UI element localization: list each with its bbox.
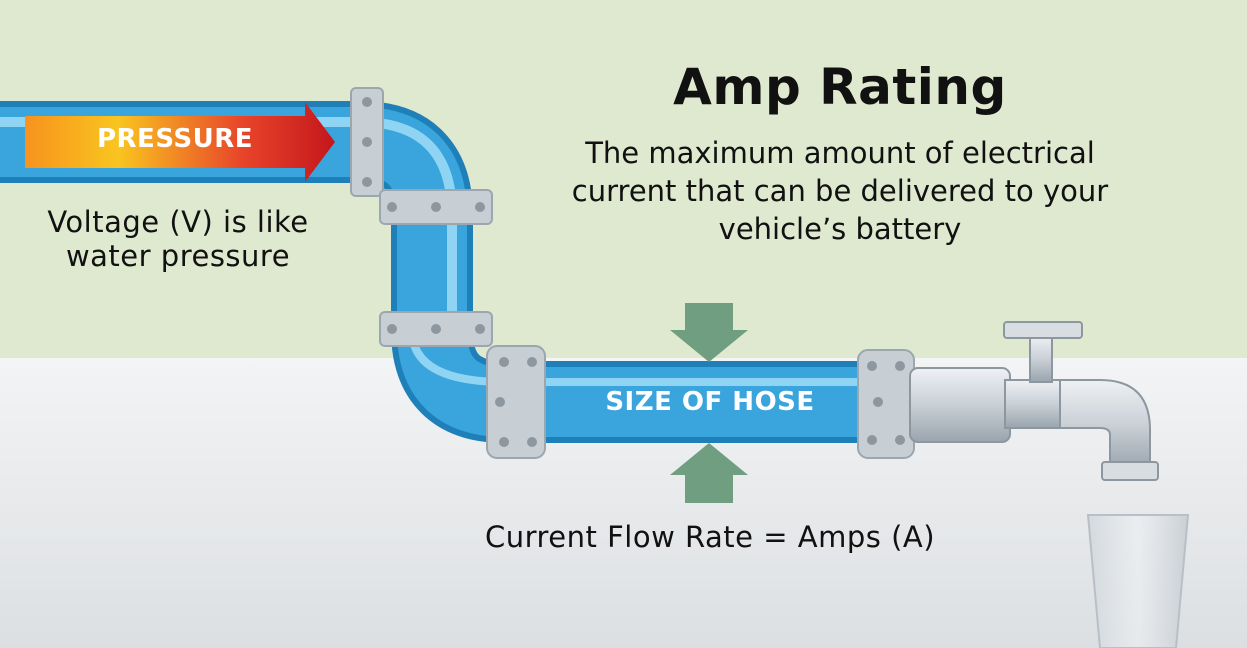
hose-size-arrow-up <box>670 443 748 503</box>
flange-top <box>350 87 384 197</box>
flange-hose-left <box>486 345 546 459</box>
amp-rating-description: The maximum amount of electrical current… <box>571 136 1109 246</box>
pressure-arrow <box>25 102 335 182</box>
voltage-caption: Voltage (V) is like water pressure <box>47 205 309 273</box>
pressure-label: PRESSURE <box>96 124 253 154</box>
hose-size-label: SIZE OF HOSE <box>605 387 815 417</box>
drinking-glass <box>1086 514 1190 648</box>
page-title: Amp Rating <box>673 58 1007 116</box>
flange-hose-right <box>857 349 915 459</box>
flange-vertical-lower <box>379 311 493 347</box>
faucet <box>909 321 1159 481</box>
hose-size-arrow-down <box>670 303 748 362</box>
current-caption: Current Flow Rate = Amps (A) <box>484 520 936 554</box>
flange-vertical-upper <box>379 189 493 225</box>
